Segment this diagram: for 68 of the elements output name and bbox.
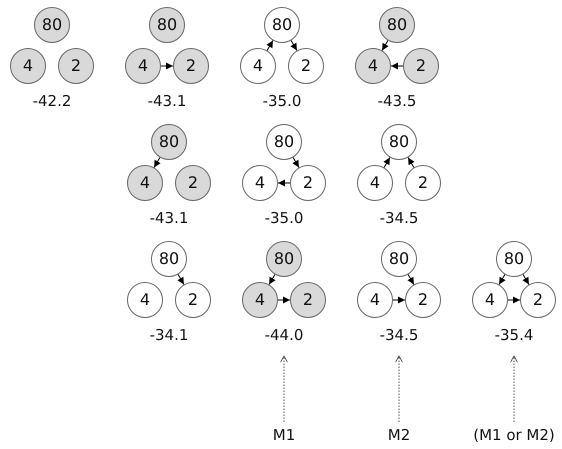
state-circle: 2 — [403, 48, 439, 84]
state-circle: 4 — [472, 282, 508, 318]
state-circle: 80 — [266, 241, 302, 277]
state-circle: 80 — [149, 7, 185, 43]
state-circle: 2 — [405, 282, 441, 318]
arrow — [383, 157, 390, 168]
score-value: -43.1 — [148, 92, 186, 110]
arrow — [278, 296, 290, 304]
state-circle: 4 — [127, 282, 163, 318]
score-value: -34.5 — [380, 326, 418, 344]
state-circle: 2 — [175, 165, 211, 201]
arrow — [522, 274, 530, 285]
model-label: M1 — [272, 426, 296, 444]
arrow — [508, 296, 520, 304]
state-circle: 80 — [264, 7, 300, 43]
arrow — [160, 62, 174, 70]
state-circle: 80 — [381, 241, 417, 277]
state-circle: 2 — [58, 48, 94, 84]
arrow — [266, 40, 274, 51]
score-value: -44.0 — [264, 326, 304, 344]
state-circle: 2 — [175, 282, 211, 318]
score-value: -43.1 — [150, 209, 188, 227]
score-value: -34.5 — [380, 209, 418, 227]
state-circle: 2 — [520, 282, 556, 318]
state-circle: 4 — [127, 165, 163, 201]
arrow — [408, 157, 415, 168]
score-value: -35.0 — [264, 209, 304, 227]
arrow — [154, 157, 161, 168]
arrow — [498, 274, 506, 285]
arrow — [278, 180, 290, 186]
state-circle: 80 — [151, 241, 187, 277]
state-circle: 2 — [288, 48, 324, 84]
score-value: -43.5 — [378, 92, 416, 110]
arrow — [382, 40, 389, 51]
state-circle: 2 — [290, 282, 326, 318]
state-circle: 80 — [151, 124, 187, 160]
arrow — [268, 274, 276, 285]
score-value: -42.2 — [32, 92, 72, 110]
state-circle: 4 — [357, 282, 393, 318]
dotted-arrow — [280, 356, 288, 422]
state-circle: 4 — [355, 48, 391, 84]
model-label: (M1 or M2) — [473, 426, 555, 444]
score-value: -34.1 — [150, 326, 188, 344]
state-circle: 2 — [405, 165, 441, 201]
state-circle: 4 — [240, 48, 276, 84]
state-circle: 2 — [173, 48, 209, 84]
state-circle: 2 — [290, 165, 326, 201]
arrow — [390, 62, 404, 70]
state-circle: 80 — [266, 124, 302, 160]
state-circle: 80 — [381, 124, 417, 160]
dotted-arrow — [395, 356, 403, 422]
arrow — [407, 274, 414, 285]
dotted-arrow — [510, 356, 518, 422]
state-circle: 4 — [357, 165, 393, 201]
score-value: -35.0 — [262, 92, 302, 110]
state-circle: 4 — [242, 282, 278, 318]
state-circle: 4 — [242, 165, 278, 201]
state-circle: 80 — [379, 7, 415, 43]
arrow — [177, 274, 184, 285]
state-circle: 4 — [10, 48, 46, 84]
arrow — [292, 157, 300, 168]
state-circle: 80 — [496, 241, 532, 277]
state-circle: 80 — [34, 7, 70, 43]
model-label: M2 — [388, 426, 410, 444]
arrow — [290, 40, 298, 51]
arrow — [392, 296, 406, 304]
state-circle: 4 — [125, 48, 161, 84]
score-value: -35.4 — [494, 326, 534, 344]
